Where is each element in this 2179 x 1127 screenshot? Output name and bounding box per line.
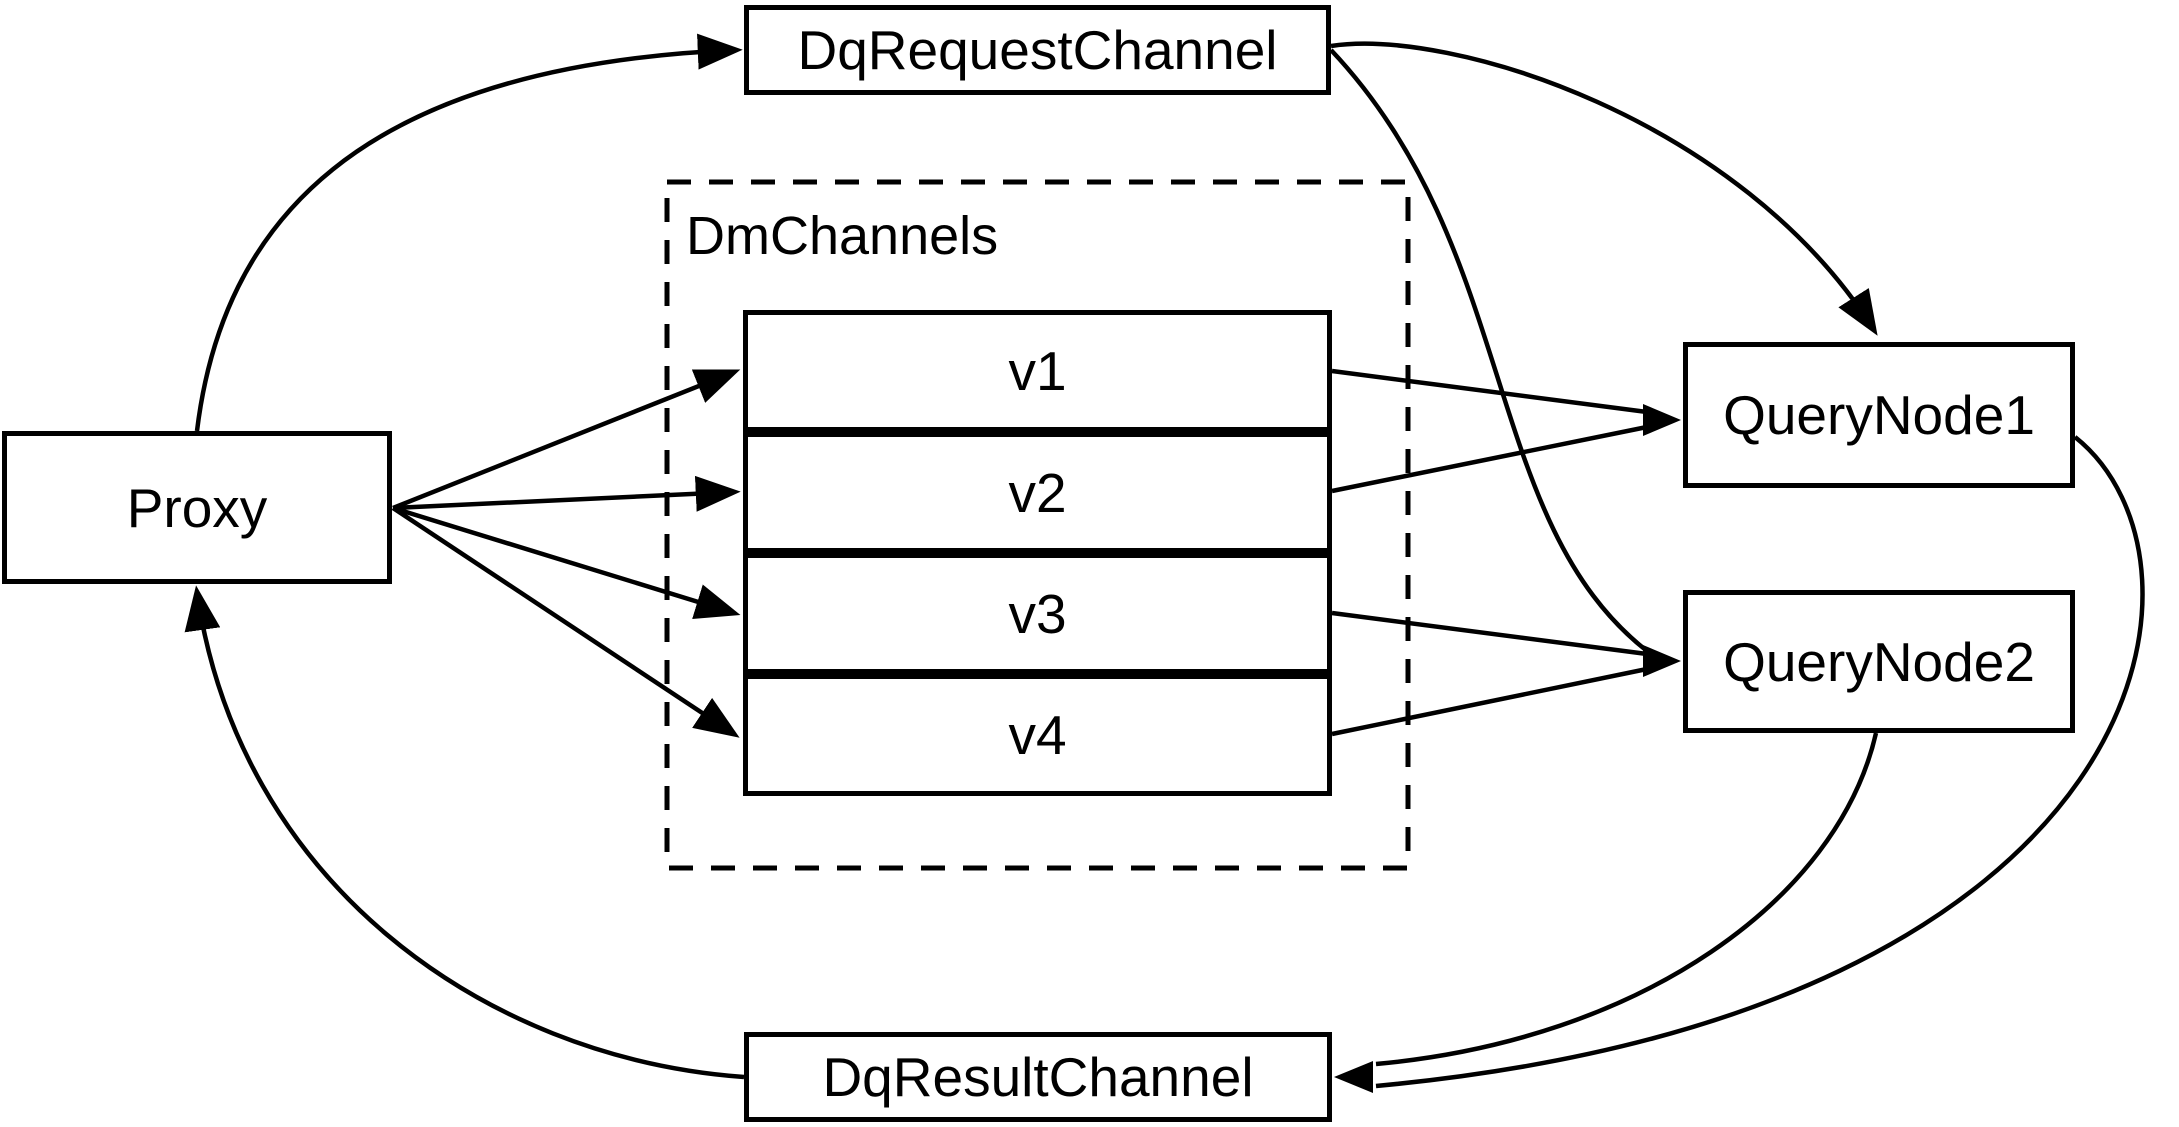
node-querynode1-label: QueryNode1 [1723,384,2035,446]
edge-v1-to-querynode1 [1331,368,1648,415]
arrowhead-into-querynode1-icon [1643,404,1681,436]
node-channel-v3: v3 [743,553,1332,674]
node-dqrequestchannel: DqRequestChannel [744,5,1331,95]
arrowhead-into-dqresultchannel-icon [1334,1061,1373,1093]
edge-querynode2-to-dqresultchannel [1375,732,1879,1067]
node-channel-v2: v2 [743,432,1332,553]
node-channel-v2-label: v2 [1008,461,1067,524]
arrowhead-into-querynode2-icon [1643,645,1681,677]
node-proxy-label: Proxy [126,476,268,539]
node-proxy: Proxy [2,431,392,584]
node-dqresultchannel: DqResultChannel [744,1032,1332,1122]
edge-dqresultchannel-to-proxy [184,585,745,1080]
edge-proxy-to-v2 [392,475,741,512]
node-querynode2: QueryNode2 [1683,590,2075,733]
edge-proxy-to-v4 [391,506,740,738]
edge-v2-to-querynode1 [1331,424,1648,494]
edge-proxy-to-v3 [392,505,741,619]
edge-querynode1-to-dqresultchannel [1375,435,2145,1089]
node-channel-v4: v4 [743,674,1332,796]
node-channel-v4-label: v4 [1008,704,1067,766]
edge-proxy-to-dqrequestchannel [194,33,743,432]
edge-v3-to-querynode2 [1331,610,1648,657]
node-dqresultchannel-label: DqResultChannel [822,1046,1254,1108]
node-channel-v1: v1 [743,310,1332,432]
node-channel-v3-label: v3 [1008,582,1067,645]
node-channel-v1-label: v1 [1008,340,1067,402]
edge-v4-to-querynode2 [1331,666,1648,737]
edge-dqrequestchannel-to-querynode1 [1330,41,1878,336]
dm-channels-group-label: DmChannels [686,206,999,266]
node-querynode2-label: QueryNode2 [1723,630,2035,693]
node-dqrequestchannel-label: DqRequestChannel [797,19,1278,81]
edge-proxy-to-v1 [392,369,741,511]
node-querynode1: QueryNode1 [1683,342,2075,488]
edge-dqrequestchannel-to-querynode2 [1329,48,1649,653]
